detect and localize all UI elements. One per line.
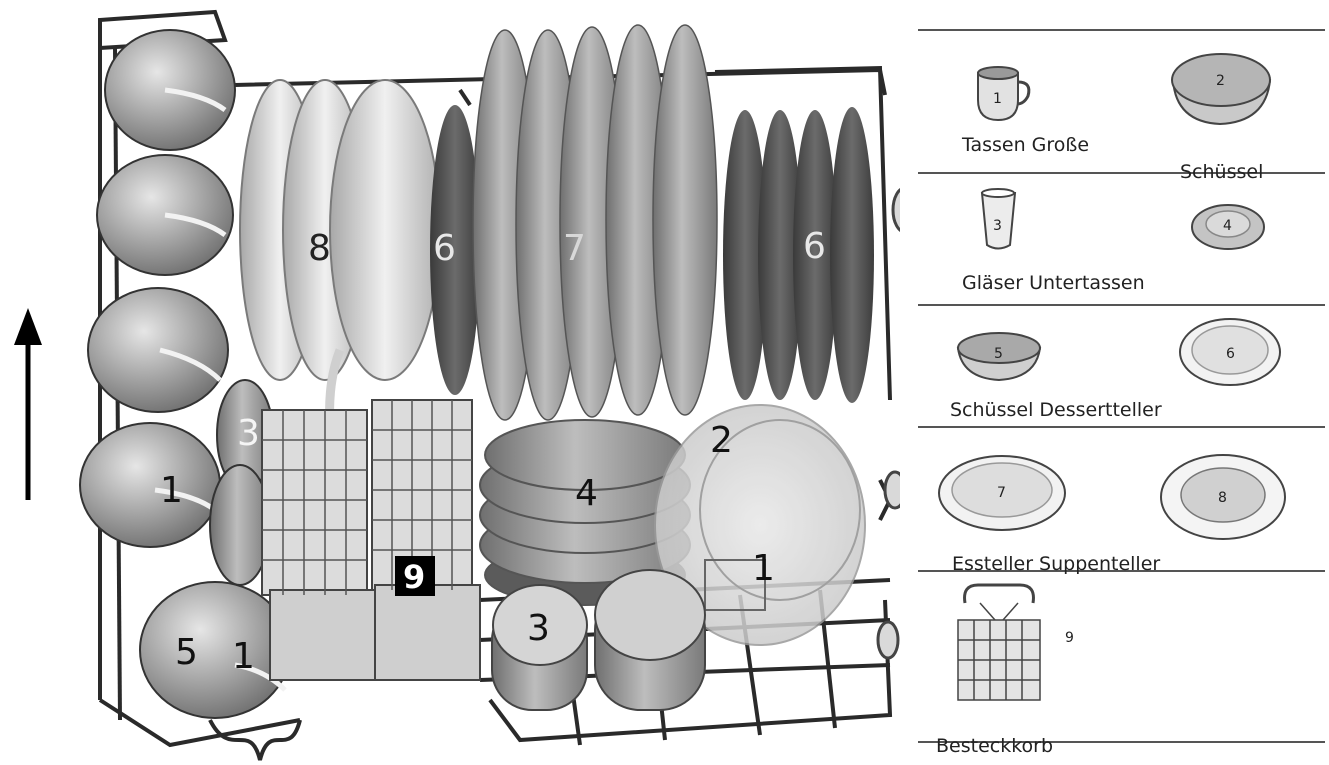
callout-bowl-5: 5: [175, 632, 198, 673]
callout-dessert-right: 6: [803, 226, 826, 267]
legend-num-glass: 3: [993, 218, 1002, 234]
dessert-plate-icon: [1179, 318, 1281, 386]
front-glasses-group: [491, 569, 706, 711]
legend-num-soup-plate: 8: [1218, 490, 1227, 506]
legend-num-dessert-plate: 6: [1226, 346, 1235, 362]
legend-num-bowl: 2: [1216, 73, 1225, 89]
cutlery-basket: [261, 399, 481, 681]
small-bowl-icon: [956, 332, 1042, 382]
dishwasher-basket-diagram: 1 1 3 5 8 6 7 6 4 2 1 3 9: [14, 9, 900, 761]
legend-num-small-bowl: 5: [994, 346, 1003, 362]
legend-label-bowl-dessert: Schüssel Dessertteller: [950, 399, 1162, 421]
dinner-plate-icon: [938, 455, 1066, 531]
callout-dinner-plates: 7: [563, 228, 586, 269]
legend-num-cutlery-basket: 9: [1065, 630, 1074, 646]
legend-num-saucer: 4: [1223, 218, 1232, 234]
callout-bowl-2: 2: [710, 420, 733, 461]
dinner-plates-group: [472, 24, 718, 421]
legend-label-plates: Essteller Suppenteller: [952, 553, 1160, 575]
bowl-icon: [1171, 53, 1272, 126]
callout-cutlery-basket: 9: [403, 558, 425, 596]
dessert-plates-right-group: [723, 107, 874, 403]
legend-label-cups-large: Tassen Große: [961, 134, 1089, 156]
callout-cup-front: 1: [752, 548, 775, 589]
callout-saucers: 4: [575, 473, 598, 514]
large-cups-group: [79, 29, 291, 719]
direction-arrow-icon: [14, 308, 42, 500]
glass-icon: [980, 188, 1017, 250]
callout-soup-plates: 8: [308, 228, 331, 269]
legend-dividers: [918, 29, 1325, 743]
cup-icon: [977, 66, 1031, 122]
dessert-plates-left-group: [430, 105, 480, 395]
cutlery-basket-icon: [957, 583, 1041, 701]
callout-glass-front: 3: [527, 608, 550, 649]
callout-cups-upper: 1: [160, 470, 183, 511]
legend-num-cup: 1: [993, 91, 1002, 107]
soup-plates-group: [239, 79, 441, 509]
soup-plate-icon: [1160, 454, 1286, 540]
callout-glasses-left: 3: [237, 413, 260, 454]
callout-cutlery-basket-box: [395, 556, 435, 596]
callout-cups-lower: 1: [232, 636, 255, 677]
legend-label-bowl: Schüssel: [1180, 161, 1263, 183]
legend-label-glasses-saucers: Gläser Untertassen: [962, 272, 1145, 294]
legend-panel: 1 2 Tassen Große Schüssel 3 4 Gläser Unt…: [918, 29, 1325, 757]
legend-num-dinner-plate: 7: [997, 485, 1006, 501]
callout-dessert-left: 6: [433, 228, 456, 269]
rack-wheel-icon: [876, 188, 900, 660]
saucer-icon: [1191, 204, 1265, 250]
bowl-with-cup: [654, 404, 866, 646]
cutlery-basket-grid: [262, 400, 472, 595]
legend-label-cutlery-basket: Besteckkorb: [936, 735, 1053, 757]
